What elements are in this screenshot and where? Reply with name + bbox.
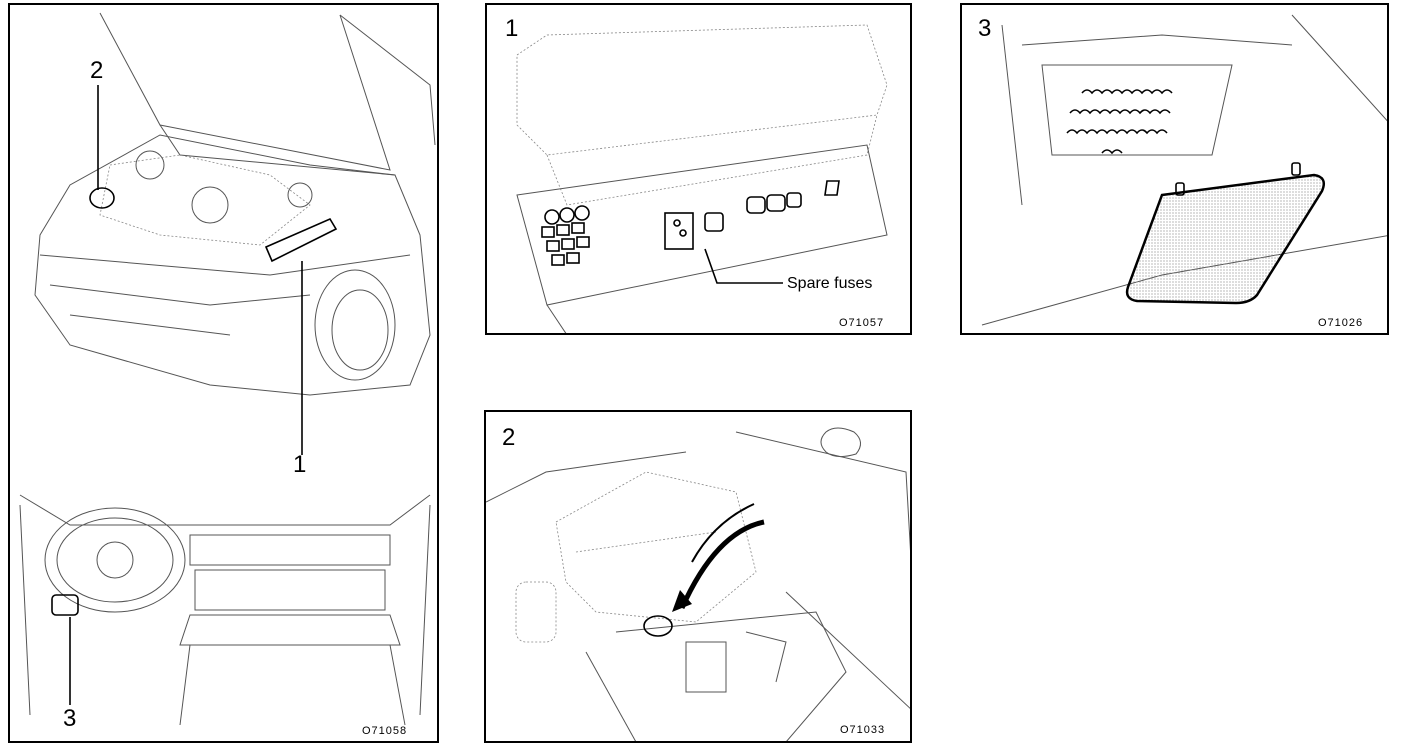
engine-component-illustration xyxy=(486,427,910,741)
overview-panel: 2 1 3 O71058 xyxy=(8,3,439,743)
callout-1-label: 1 xyxy=(293,451,307,478)
spare-fuses-label: Spare fuses xyxy=(787,275,873,292)
car-overview-illustration xyxy=(19,12,436,726)
component-panel-2: 2 O71033 xyxy=(484,410,912,743)
panel-number: 1 xyxy=(505,15,519,42)
panel-number: 3 xyxy=(978,15,992,42)
callout-2-label: 2 xyxy=(90,57,104,84)
interior-fuse-block-illustration xyxy=(981,14,1387,326)
callout-3-label: 3 xyxy=(63,705,77,732)
figure-code: O71058 xyxy=(362,725,408,737)
figure-code: O71033 xyxy=(840,724,886,736)
engine-fuse-box-illustration xyxy=(516,24,888,333)
panel-number: 2 xyxy=(502,424,516,451)
figure-code: O71026 xyxy=(1318,317,1364,329)
figure-code: O71057 xyxy=(839,317,885,329)
fuse-box-panel-1: 1 Spare fuses O71057 xyxy=(485,3,912,335)
fuse-box-panel-3: 3 O71026 xyxy=(960,3,1389,335)
